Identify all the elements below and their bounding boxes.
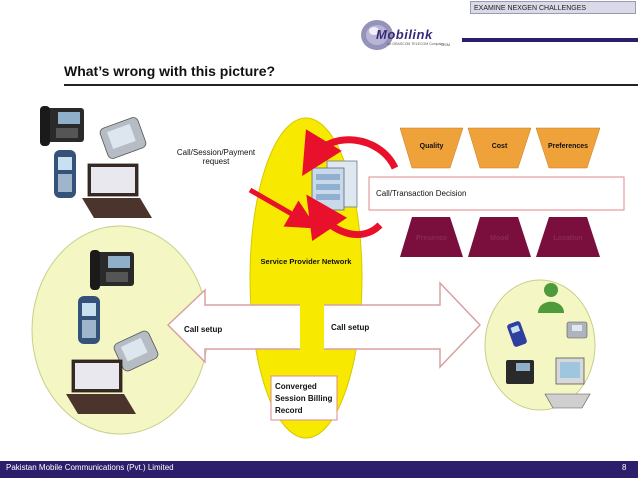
laptop-icon — [82, 163, 152, 218]
desk-phone-icon — [90, 250, 134, 290]
preferences-factor-shape — [535, 127, 601, 169]
person-icon — [538, 283, 564, 313]
desk-phone-icon — [506, 360, 534, 384]
logo-wordmark: Mobilink — [376, 27, 433, 42]
presence-factor-shape — [400, 217, 463, 257]
cell-phone-icon — [78, 296, 100, 344]
logo-gsm: GSM — [441, 42, 451, 47]
call-setup-left-label: Call setup — [184, 325, 223, 334]
network-label: Service Provider Network — [260, 257, 352, 266]
cost-label: Cost — [491, 143, 508, 150]
mobilink-logo — [361, 20, 393, 50]
title-underline — [64, 84, 638, 86]
decision-label: Call/Transaction Decision — [376, 189, 467, 198]
cell-phone-icon — [54, 150, 76, 198]
preferences-label: Preferences — [547, 143, 589, 150]
decision-arrow-lower — [306, 194, 383, 242]
footer-bar — [0, 461, 638, 478]
desk-phone-icon — [566, 321, 588, 339]
right-endpoint-cloud — [484, 279, 596, 411]
pda-icon — [99, 117, 147, 159]
computer-icon — [544, 357, 591, 409]
request-label: Call/Session/Payment request — [176, 148, 256, 166]
server-icon — [311, 160, 358, 211]
decision-arrow-upper — [302, 129, 399, 176]
footer-company: Pakistan Mobile Communications (Pvt.) Li… — [6, 463, 174, 472]
section-tag: EXAMINE NEXGEN CHALLENGES — [470, 1, 636, 14]
quality-label: Quality — [419, 143, 444, 150]
call-setup-right-label: Call setup — [331, 323, 370, 332]
request-arrow — [248, 187, 318, 229]
location-label: Location — [553, 235, 583, 242]
cost-factor-shape — [467, 127, 532, 169]
laptop-icon — [66, 359, 136, 414]
billing-record-box — [270, 375, 338, 421]
location-factor-shape — [536, 217, 600, 257]
presence-label: Presence — [415, 235, 448, 242]
desk-phone-icon — [40, 106, 84, 146]
cell-phone-icon — [507, 321, 527, 347]
decision-box — [368, 176, 625, 211]
mood-factor-shape — [468, 217, 531, 257]
brand-bar — [462, 38, 638, 42]
logo-subtitle: An ORASCOM TELECOM Company — [387, 42, 445, 46]
pda-icon — [113, 330, 159, 372]
slide-title: What’s wrong with this picture? — [64, 63, 276, 79]
billing-record-label: Converged Session Billing Record — [275, 382, 333, 415]
page-number: 8 — [622, 463, 627, 472]
mood-label: Mood — [490, 235, 509, 242]
quality-factor-shape — [399, 127, 464, 169]
